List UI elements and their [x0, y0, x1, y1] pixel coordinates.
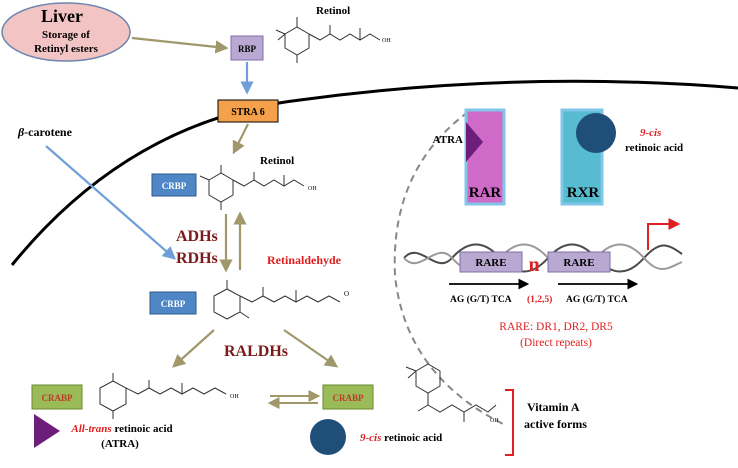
retinol-top-oh: OH: [382, 38, 391, 44]
cell-retinol-label: Retinol: [260, 155, 294, 167]
9cis-name: 9-cis retinoic acid: [360, 432, 442, 444]
rbp-label: RBP: [238, 44, 257, 54]
atra-name: All-trans retinoic acid: [70, 423, 172, 435]
spacer-n: n: [528, 254, 539, 276]
nuclear-membrane: [393, 111, 506, 426]
rbp-box: [230, 35, 264, 61]
beta-carotene-arrow: [45, 145, 176, 260]
rare-right-label: RARE: [563, 257, 594, 269]
seq-left: AG (G/T) TCA: [450, 294, 512, 305]
raldh-to-atra-arrow: [172, 329, 215, 368]
nucleus-9cis-label: 9-cis: [640, 127, 661, 139]
atra-abbrev: (ATRA): [101, 438, 139, 450]
rdhs-label: RDHs: [176, 250, 218, 267]
vitamin-a-line1: Vitamin A: [527, 400, 580, 414]
liver-title: Liver: [41, 6, 83, 26]
rare-note-2: (Direct repeats): [520, 337, 592, 349]
cell-membrane: [10, 79, 738, 266]
crbp-retinaldehyde-box: [149, 291, 197, 315]
crabp-9cis-label: CRABP: [333, 393, 365, 403]
vitamin-a-bracket: [505, 389, 514, 456]
retinaldehyde-label: Retinaldehyde: [267, 253, 342, 267]
9cis-ball: [310, 419, 346, 455]
retinaldehyde-o: O: [344, 290, 349, 298]
dna-helix: [403, 243, 683, 273]
vitamin-a-line2: active forms: [524, 417, 587, 431]
retinol-top-molecule: [275, 17, 381, 63]
stra6-box: [217, 99, 279, 123]
liver-to-rbp-arrow: [131, 36, 229, 54]
rare-left-box: [459, 251, 523, 273]
nucleus-9cis-ball: [576, 113, 616, 153]
nucleus-atra-label: ATRA: [433, 134, 463, 146]
crabp-atra-label: CRABP: [42, 393, 74, 403]
raldhs-label: RALDHs: [224, 343, 288, 360]
liver-ellipse: [1, 2, 131, 62]
beta-carotene-label: β-carotene: [17, 125, 73, 139]
crabp-atra-box: [31, 384, 83, 410]
adhs-label: ADHs: [176, 228, 218, 245]
nucleus-atra-triangle: [466, 122, 483, 162]
crbp-retinaldehyde-label: CRBP: [161, 299, 186, 309]
rar-label: RAR: [469, 185, 502, 201]
liver-subtitle-1: Storage of: [42, 29, 90, 41]
crbp-retinol-box: [151, 173, 197, 197]
atra-molecule: [99, 373, 227, 419]
liver-subtitle-2: Retinyl esters: [34, 43, 99, 55]
retinol-cell-molecule: [199, 165, 305, 210]
rare-right-box: [547, 251, 611, 273]
nucleus-9cis-rest: retinoic acid: [625, 142, 683, 154]
crabp-9cis-box: [322, 384, 374, 410]
crbp-retinol-label: CRBP: [162, 181, 187, 191]
stra6-to-retinol-arrow: [232, 123, 249, 155]
atra-oh: OH: [230, 394, 239, 400]
retinaldehyde-molecule: [213, 280, 341, 320]
spacer-values: (1,2,5): [527, 294, 552, 305]
raldh-to-9cis-arrow: [283, 329, 339, 368]
rare-note: RARE: DR1, DR2, DR5: [499, 321, 613, 333]
retinol-cell-oh: OH: [308, 186, 317, 192]
rare-left-label: RARE: [475, 257, 506, 269]
rxr-label: RXR: [567, 185, 600, 201]
9cis-molecule: [405, 363, 497, 422]
atra-triangle: [34, 414, 60, 448]
seq-right: AG (G/T) TCA: [566, 294, 628, 305]
9cis-oh: OH: [490, 418, 499, 424]
stra6-label: STRA 6: [231, 107, 265, 118]
retinol-top-label: Retinol: [316, 5, 350, 17]
transcription-arrow: [647, 218, 681, 250]
